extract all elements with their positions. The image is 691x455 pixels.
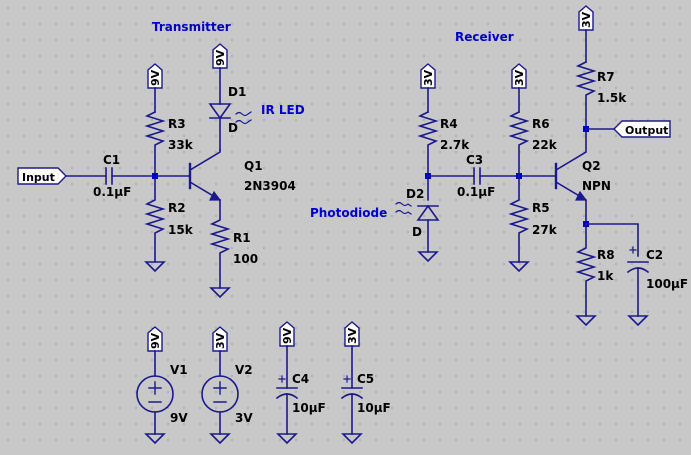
r6-value: 22k	[532, 138, 558, 152]
photodiode-d2[interactable]: D2 D Photodiode	[310, 187, 440, 253]
capacitor-c2[interactable]: C2 100µF	[626, 246, 688, 317]
svg-text:3V: 3V	[214, 332, 227, 349]
transmitter-title: Transmitter	[152, 20, 231, 34]
net-flag-9v-v1: 9V	[147, 326, 163, 377]
c2-ref: C2	[646, 248, 663, 262]
r4-value: 2.7k	[440, 138, 470, 152]
junction-base-q1	[152, 173, 158, 179]
c2-value: 100µF	[646, 277, 688, 291]
c3-ref: C3	[466, 153, 483, 167]
c1-ref: C1	[103, 153, 120, 167]
v2-value: 3V	[235, 411, 253, 425]
c4-value: 10µF	[292, 401, 326, 415]
r5-ref: R5	[532, 201, 550, 215]
r4-ref: R4	[440, 117, 458, 131]
output-label: Output	[625, 124, 668, 137]
c4-ref: C4	[292, 372, 309, 386]
q1-value: 2N3904	[244, 179, 296, 193]
resistor-r7[interactable]: R7 1.5k	[575, 60, 627, 129]
r5-value: 27k	[532, 223, 558, 237]
svg-text:3V: 3V	[513, 69, 526, 86]
capacitor-c1[interactable]: C1 0.1µF	[93, 153, 191, 199]
net-flag-9v-r3: 9V	[147, 63, 163, 113]
r3-value: 33k	[168, 138, 194, 152]
capacitor-c4[interactable]: C4 10µF	[275, 372, 326, 435]
r8-value: 1k	[597, 269, 614, 283]
r6-ref: R6	[532, 117, 550, 131]
resistor-r5[interactable]: R5 27k	[508, 175, 558, 263]
svg-text:3V: 3V	[422, 69, 435, 86]
voltage-source-v1[interactable]: V1 9V	[136, 363, 188, 435]
ir-led-label: IR LED	[261, 103, 305, 117]
d2-ref: D2	[406, 187, 424, 201]
net-flag-9v-c4: 9V	[279, 321, 295, 389]
r8-ref: R8	[597, 248, 615, 262]
voltage-source-v2[interactable]: V2 3V	[201, 363, 253, 435]
d2-value: D	[412, 225, 422, 239]
net-flag-3v-c5: 3V	[344, 321, 360, 389]
d1-ref: D1	[228, 85, 246, 99]
led-d1[interactable]: D1 D IR LED	[208, 85, 305, 151]
r3-ref: R3	[168, 117, 186, 131]
r2-ref: R2	[168, 201, 186, 215]
v1-value: 9V	[170, 411, 188, 425]
resistor-r3[interactable]: R3 33k	[144, 110, 194, 177]
q2-value: NPN	[582, 179, 611, 193]
capacitor-c5[interactable]: C5 10µF	[340, 372, 391, 435]
svg-text:9V: 9V	[281, 327, 294, 344]
r2-value: 15k	[168, 223, 194, 237]
net-flag-9v-d1: 9V	[212, 43, 228, 105]
r1-value: 100	[233, 252, 258, 266]
v1-ref: V1	[170, 363, 188, 377]
input-port[interactable]: Input	[17, 167, 107, 185]
resistor-r6[interactable]: R6 22k	[508, 110, 558, 177]
d1-value: D	[228, 121, 238, 135]
resistor-r1[interactable]: R1 100	[209, 199, 258, 289]
net-flag-3v-v2: 3V	[212, 326, 228, 377]
c5-ref: C5	[357, 372, 374, 386]
receiver-title: Receiver	[455, 30, 514, 44]
net-flag-3v-r6: 3V	[511, 63, 527, 113]
r7-value: 1.5k	[597, 91, 627, 105]
net-flag-3v-r7: 3V	[578, 5, 594, 63]
svg-text:3V: 3V	[346, 327, 359, 344]
transistor-q2[interactable]: Q2 NPN	[554, 127, 611, 225]
r1-ref: R1	[233, 231, 251, 245]
svg-text:9V: 9V	[149, 332, 162, 349]
resistor-r8[interactable]: R8 1k	[575, 223, 615, 317]
resistor-r2[interactable]: R2 15k	[144, 175, 194, 263]
resistor-r4[interactable]: R4 2.7k	[417, 110, 470, 201]
c1-value: 0.1µF	[93, 185, 131, 199]
q2-ref: Q2	[582, 159, 601, 173]
c3-value: 0.1µF	[457, 185, 495, 199]
svg-text:9V: 9V	[149, 69, 162, 86]
v2-ref: V2	[235, 363, 253, 377]
capacitor-c3[interactable]: C3 0.1µF	[427, 153, 557, 199]
input-label: Input	[22, 171, 55, 184]
svg-text:9V: 9V	[214, 49, 227, 66]
c5-value: 10µF	[357, 401, 391, 415]
output-port[interactable]: Output	[585, 120, 671, 138]
svg-text:3V: 3V	[580, 11, 593, 28]
q1-ref: Q1	[244, 159, 263, 173]
net-flag-3v-r4: 3V	[420, 63, 436, 113]
photodiode-label: Photodiode	[310, 206, 387, 220]
r7-ref: R7	[597, 70, 615, 84]
